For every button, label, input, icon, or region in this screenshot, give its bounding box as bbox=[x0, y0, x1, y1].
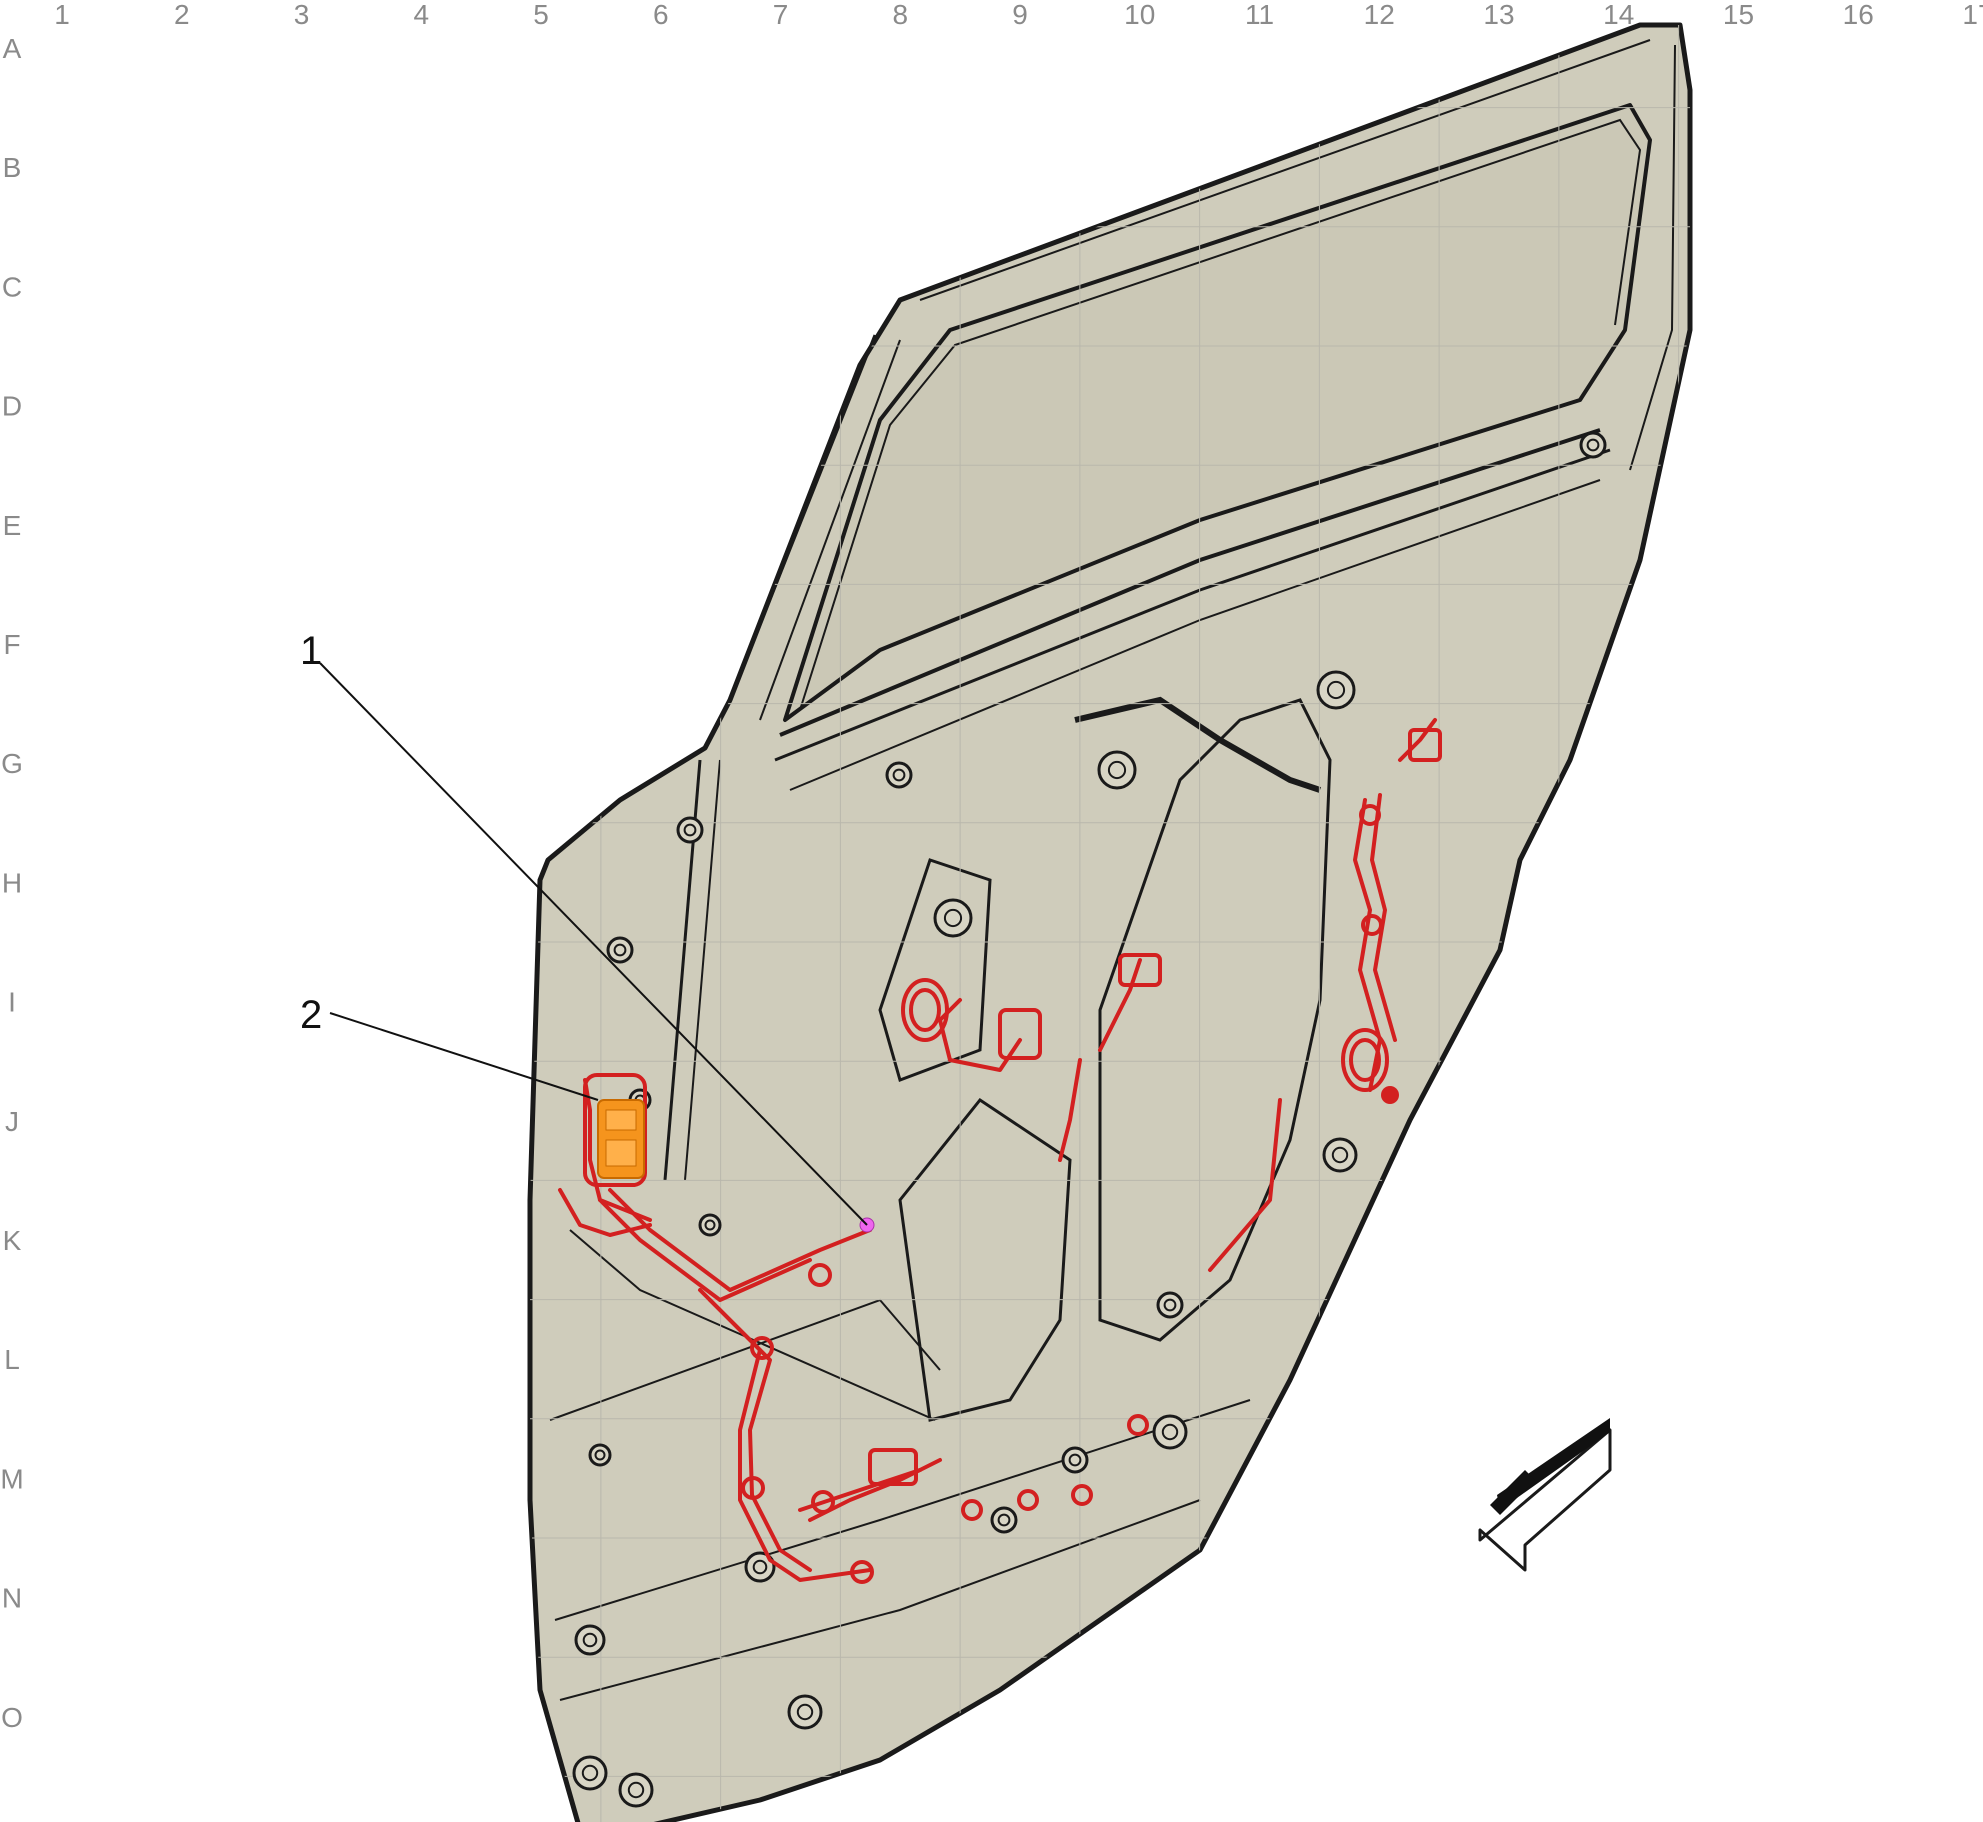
grid-row-label: D bbox=[2, 391, 22, 422]
grid-row-label: B bbox=[3, 152, 22, 183]
mounting-hole-inner bbox=[752, 1559, 768, 1575]
mounting-hole bbox=[618, 1772, 654, 1808]
mounting-hole-inner bbox=[704, 1219, 716, 1231]
grid-row-label: J bbox=[5, 1106, 19, 1137]
mounting-hole bbox=[1322, 1137, 1358, 1173]
grid-row-label: G bbox=[1, 748, 23, 779]
mounting-hole-inner bbox=[627, 1781, 645, 1799]
grid-column-label: 6 bbox=[653, 0, 669, 30]
mounting-holes bbox=[572, 431, 1607, 1808]
mounting-hole bbox=[1156, 1291, 1184, 1319]
callout-1-label: 1 bbox=[300, 629, 322, 673]
mounting-hole bbox=[990, 1506, 1018, 1534]
mounting-hole-inner bbox=[1161, 1423, 1179, 1441]
grid-column-label: 13 bbox=[1483, 0, 1514, 30]
mounting-hole bbox=[1152, 1414, 1188, 1450]
grid-column-label: 17 bbox=[1962, 0, 1983, 30]
grid-column-label: 15 bbox=[1723, 0, 1754, 30]
grid-column-label: 16 bbox=[1843, 0, 1874, 30]
grid-column-label: 2 bbox=[174, 0, 190, 30]
grid-row-label: O bbox=[1, 1702, 23, 1733]
mounting-hole bbox=[1579, 431, 1607, 459]
mounting-hole-inner bbox=[1068, 1453, 1082, 1467]
mounting-hole-inner bbox=[997, 1513, 1011, 1527]
grid-row-label: N bbox=[2, 1583, 22, 1614]
grid-column-label: 7 bbox=[773, 0, 789, 30]
grid-row-label: I bbox=[8, 987, 16, 1018]
mounting-hole bbox=[787, 1694, 823, 1730]
callout-2-label: 2 bbox=[300, 993, 322, 1037]
wiring-harness bbox=[558, 718, 1442, 1584]
grid-row-label: K bbox=[3, 1225, 22, 1256]
grid-column-label: 8 bbox=[892, 0, 908, 30]
grid-column-label: 9 bbox=[1012, 0, 1028, 30]
mounting-hole-inner bbox=[1107, 760, 1127, 780]
mounting-hole bbox=[572, 1755, 608, 1791]
mounting-hole-inner bbox=[1326, 680, 1346, 700]
mounting-hole-inner bbox=[892, 768, 906, 782]
view-direction-arrow-icon bbox=[1478, 1418, 1612, 1572]
harness-end-plug bbox=[1381, 1086, 1399, 1104]
mounting-hole-inner bbox=[1586, 438, 1600, 452]
mounting-hole bbox=[698, 1213, 722, 1237]
grid-column-label: 10 bbox=[1124, 0, 1155, 30]
connector-component bbox=[597, 1099, 645, 1179]
mounting-hole-inner bbox=[613, 943, 627, 957]
mounting-hole-inner bbox=[943, 908, 963, 928]
mounting-hole-inner bbox=[683, 823, 697, 837]
grid-row-label: L bbox=[4, 1344, 20, 1375]
mounting-hole bbox=[885, 761, 913, 789]
grid-column-label: 14 bbox=[1603, 0, 1634, 30]
mounting-hole bbox=[606, 936, 634, 964]
grid-column-label: 1 bbox=[54, 0, 70, 30]
grid-row-label: A bbox=[3, 33, 22, 64]
mounting-hole bbox=[1061, 1446, 1089, 1474]
grid-column-label: 12 bbox=[1364, 0, 1395, 30]
grid-row-label: H bbox=[2, 867, 22, 898]
mounting-hole-inner bbox=[594, 1449, 606, 1461]
mounting-hole bbox=[574, 1624, 606, 1656]
grid-column-label: 5 bbox=[533, 0, 549, 30]
door-panel bbox=[527, 22, 1693, 1822]
mounting-hole-inner bbox=[1331, 1146, 1349, 1164]
grid-row-label: M bbox=[0, 1463, 23, 1494]
mounting-hole bbox=[1097, 750, 1137, 790]
mounting-hole bbox=[676, 816, 704, 844]
grid-column-label: 11 bbox=[1245, 0, 1274, 30]
grid-column-label: 3 bbox=[294, 0, 310, 30]
mounting-hole-inner bbox=[1163, 1298, 1177, 1312]
grid-column-label: 4 bbox=[413, 0, 429, 30]
mounting-hole-inner bbox=[581, 1764, 599, 1782]
mounting-hole-inner bbox=[582, 1632, 598, 1648]
grid-row-label: E bbox=[3, 510, 22, 541]
mounting-hole bbox=[588, 1443, 612, 1467]
mounting-hole bbox=[933, 898, 973, 938]
mounting-hole bbox=[1316, 670, 1356, 710]
leader-lines bbox=[319, 662, 868, 1226]
grid-column-labels: 1234567891011121314151617 bbox=[54, 0, 1983, 30]
mounting-hole-inner bbox=[796, 1703, 814, 1721]
mounting-hole bbox=[744, 1551, 776, 1583]
grid-row-label: C bbox=[2, 271, 22, 302]
grid-row-label: F bbox=[3, 629, 20, 660]
grid-row-labels: ABCDEFGHIJKLMNOP bbox=[0, 33, 23, 1822]
